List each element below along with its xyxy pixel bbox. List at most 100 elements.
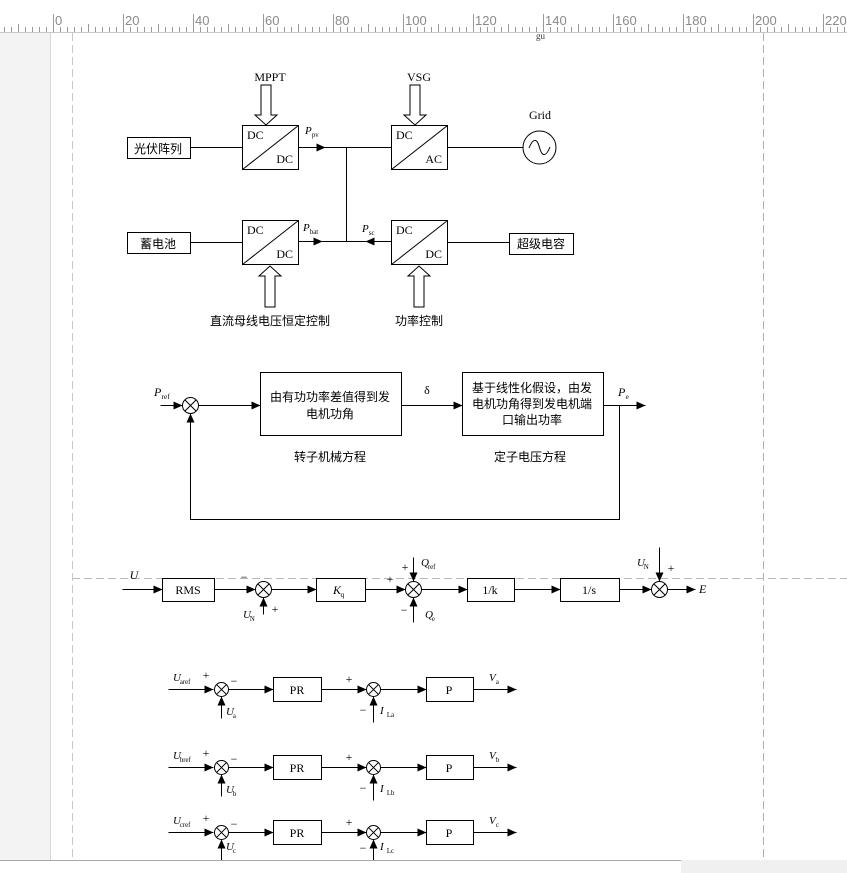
clipped-label: gu	[536, 31, 546, 41]
horizontal-scrollbar[interactable]	[0, 860, 847, 873]
plus-sign: +	[387, 572, 394, 586]
arrowhead-icon	[409, 572, 418, 582]
subscript: aref	[180, 679, 191, 686]
math-label: Q	[421, 557, 429, 569]
label: 定子电压方程	[494, 449, 566, 464]
subscript: La	[387, 712, 394, 719]
converter-diagonal	[242, 220, 299, 265]
arrowhead-icon	[186, 413, 195, 423]
arrowhead-icon	[251, 401, 261, 410]
math-label: K	[332, 583, 342, 597]
arrowhead-icon	[357, 828, 367, 837]
subscript: sc	[369, 230, 375, 237]
plus-sign: +	[203, 811, 210, 825]
label: 基于线性化假设，由发	[472, 380, 592, 395]
minus-sign: −	[231, 674, 238, 688]
subscript: e	[625, 392, 629, 401]
converter-input-type: DC	[396, 223, 413, 237]
converter-output-type: DC	[276, 247, 293, 261]
ruler-label: 220	[825, 13, 847, 28]
control-signal-arrow-icon	[257, 265, 283, 308]
arrowhead-icon	[246, 585, 256, 594]
rotor-equation-block[interactable]	[260, 372, 402, 436]
pr-controller-block[interactable]	[273, 755, 322, 780]
control-signal-arrow-icon	[253, 84, 279, 126]
label: 蓄电池	[140, 237, 176, 251]
mppt-label: MPPT	[254, 70, 286, 84]
arrowhead-icon	[204, 828, 214, 837]
label: 超级电容	[517, 236, 565, 251]
minus-sign: −	[241, 570, 248, 584]
ruler-label: 60	[265, 13, 279, 28]
cross-icon	[257, 583, 270, 596]
subscript: ref	[428, 564, 436, 571]
math-label: P	[617, 385, 626, 399]
math-label: U	[637, 557, 646, 569]
subscript: a	[496, 679, 499, 686]
arrowhead-icon	[396, 585, 406, 594]
math-label: V	[489, 672, 497, 684]
arrowhead-icon	[204, 763, 214, 772]
cross-icon	[216, 827, 227, 838]
plus-sign: +	[402, 560, 409, 574]
ruler-label: 20	[125, 13, 139, 28]
arrowhead-icon	[217, 839, 226, 849]
label: 由有功功率差值得到发	[270, 389, 390, 404]
signal-arrow	[190, 405, 620, 520]
arrowhead-icon	[636, 401, 646, 410]
cross-icon	[407, 583, 420, 596]
arrowhead-icon	[173, 401, 183, 410]
arrowhead-icon	[204, 685, 214, 694]
arrowhead-icon	[655, 572, 664, 582]
arrowhead-icon	[551, 585, 561, 594]
math-label: P	[153, 385, 162, 399]
p-controller-block[interactable]	[426, 755, 474, 780]
stator-equation-block[interactable]	[462, 372, 604, 436]
arrowhead-icon	[507, 763, 517, 772]
arrowhead-icon	[369, 696, 378, 706]
label: P	[446, 683, 453, 697]
ruler-label: 140	[545, 13, 567, 28]
pr-controller-block[interactable]	[273, 677, 322, 702]
grid-label: Grid	[529, 108, 551, 122]
arrowhead-icon	[217, 696, 226, 706]
label: 电机功角得到发电机端	[472, 396, 592, 411]
plus-sign: +	[346, 750, 353, 764]
minus-sign: −	[231, 752, 238, 766]
subscript: ref	[161, 392, 170, 401]
ruler-label: 0	[55, 13, 62, 28]
ruler-label: 40	[195, 13, 209, 28]
arrowhead-icon	[357, 763, 367, 772]
arrowhead-icon	[313, 237, 323, 246]
grid-source-icon[interactable]	[522, 130, 557, 165]
arrowhead-icon	[369, 774, 378, 784]
subscript: a	[233, 713, 236, 720]
p-controller-block[interactable]	[426, 820, 474, 845]
subscript: b	[233, 791, 237, 798]
converter-input-type: DC	[247, 223, 264, 237]
converter-output-type: AC	[425, 152, 442, 166]
supercap-box[interactable]	[509, 233, 574, 255]
converter-input-type: DC	[396, 128, 413, 142]
label: RMS	[175, 583, 200, 597]
minus-sign: −	[360, 703, 367, 717]
cross-icon	[653, 583, 666, 596]
subscript: Lb	[387, 790, 395, 797]
converter-diagonal	[391, 220, 448, 265]
math-label: V	[489, 750, 497, 762]
arrowhead-icon	[307, 585, 317, 594]
math-label: U	[243, 609, 252, 621]
label: P	[446, 826, 453, 840]
pr-controller-block[interactable]	[273, 820, 322, 845]
ruler-label: 120	[475, 13, 497, 28]
arrowhead-icon	[264, 828, 274, 837]
subscript: cref	[180, 822, 191, 829]
plus-sign: +	[668, 561, 675, 575]
cross-icon	[184, 399, 197, 412]
ruler-label: 80	[335, 13, 349, 28]
p-controller-block[interactable]	[426, 677, 474, 702]
cross-icon	[368, 827, 379, 838]
